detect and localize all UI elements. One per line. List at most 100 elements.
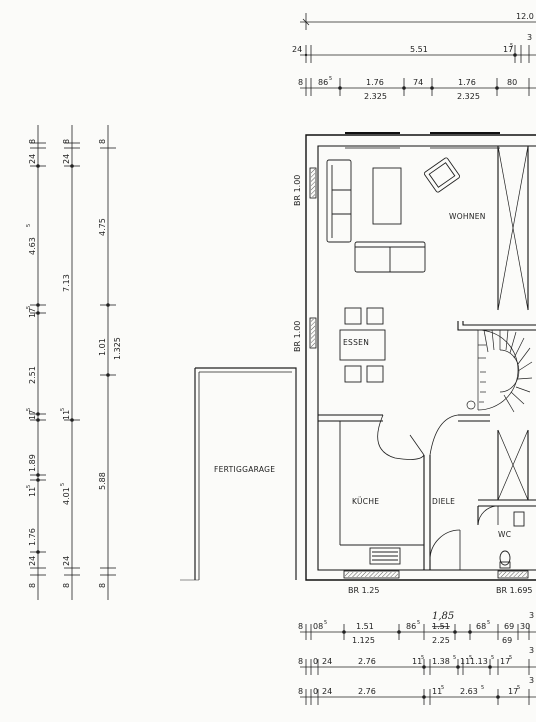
dim-left-c1-176: 1.76 [28, 528, 37, 546]
dim-bottom-r2-113-sup: 5 [491, 655, 494, 661]
dim-left-c3-475: 4.75 [98, 218, 107, 236]
dim-bottom-r3-8: 8 [298, 687, 303, 696]
coffee-table [372, 167, 402, 225]
dim-bottom-r2-8: 8 [298, 657, 303, 666]
dim-bottom-r1-225: 2.25 [432, 636, 450, 645]
dim-left-c3-1325: 1.325 [113, 337, 122, 360]
dim-bottom-r2-138: 1.38 [432, 657, 450, 666]
sofa [326, 159, 426, 273]
window-label-br-bottom-right: BR 1.695 [496, 586, 533, 595]
dim-bottom-r2-17: 17 [500, 657, 510, 666]
dim-bottom-r1-86-sup: 5 [417, 620, 420, 626]
dim-bottom-r1-3: 3 [529, 611, 534, 620]
dim-bottom-r2-276: 2.76 [358, 657, 376, 666]
dim-left-c2-8bot: 8 [62, 583, 71, 588]
dim-bottom-r1-68: 68 [476, 622, 486, 631]
dim-left-c1-463-sup: 5 [26, 224, 32, 227]
door-swings [377, 414, 499, 570]
dim-bottom-r1-69: 69 [504, 622, 514, 631]
kitchen-counter [339, 421, 424, 565]
outer-walls [305, 132, 536, 581]
staircase [466, 329, 533, 413]
dim-bottom-r3-263: 2.63 [460, 687, 478, 696]
dim-bottom-r2-11b-sup: 5 [469, 655, 472, 661]
window-label-br-bottom-left: BR 1.25 [348, 586, 379, 595]
dim-bottom-r1-1125: 1.125 [352, 636, 375, 645]
dim-top-176a: 1.76 [366, 78, 384, 87]
dim-bottom-r1-151b: 1.51 [432, 622, 450, 631]
room-label-kueche: KÜCHE [352, 497, 379, 506]
dim-bottom-r1-8: 8 [298, 622, 303, 631]
dim-bottom-r2-138-sup: 5 [453, 655, 456, 661]
dim-bottom-r1-30: 30 [520, 622, 530, 631]
dim-top-17-sup: 5 [510, 43, 513, 49]
dim-bottom-r3-11: 11 [432, 687, 442, 696]
dim-left-c2-401-sup: 5 [60, 483, 66, 486]
dim-top-86-sup: 5 [329, 76, 332, 82]
dim-bottom-r1-08: 08 [313, 622, 323, 631]
dim-bottom-r3-17: 17 [508, 687, 518, 696]
window-label-br-mid: BR 1.00 [293, 321, 302, 352]
dim-left-c1-11: 11 [28, 487, 37, 497]
dining-table [339, 307, 386, 383]
dim-left-c2-8top: 8 [62, 139, 71, 144]
dim-bottom-r3-11-sup: 5 [441, 685, 444, 691]
dim-bottom-r2-11b: 11 [460, 657, 470, 666]
dim-left-c1-17b-sup: 5 [26, 408, 32, 411]
dim-top-86: 86 [318, 78, 328, 87]
interior-walls [318, 146, 536, 570]
dim-top-74: 74 [413, 78, 423, 87]
dim-bottom-r2-24: 24 [322, 657, 332, 666]
dim-left-c2-713: 7.13 [62, 274, 71, 292]
dim-left-c1-8top: 8 [28, 139, 37, 144]
dim-left-c3-8bot: 8 [98, 583, 107, 588]
dim-left-c1-24bot: 24 [28, 556, 37, 566]
dim-bottom-r1-86: 86 [406, 622, 416, 631]
dim-top-24: 24 [292, 45, 302, 54]
dim-left-c2-24top: 24 [62, 154, 71, 164]
dim-top-2325a: 2.325 [364, 92, 387, 101]
dim-bottom-r3-3: 3 [529, 676, 534, 685]
room-label-wc: WC [498, 530, 511, 539]
bottom-windows [343, 570, 529, 579]
dim-bottom-r3-24: 24 [322, 687, 332, 696]
left-dimension-lines [30, 125, 116, 600]
dim-top-2325b: 2.325 [457, 92, 480, 101]
dim-left-c3-8top: 8 [98, 139, 107, 144]
dim-top-551: 5.51 [410, 45, 428, 54]
dim-left-c2-11-sup: 5 [60, 408, 66, 411]
room-label-wohnen: WOHNEN [449, 212, 486, 221]
room-label-diele: DIELE [432, 497, 455, 506]
dim-left-c1-463: 4.63 [28, 237, 37, 255]
dim-bottom-r2-3: 3 [529, 646, 534, 655]
dim-bottom-r1-68-sup: 5 [487, 620, 490, 626]
dim-left-c1-251: 2.51 [28, 366, 37, 384]
dim-bottom-r2-17-sup: 5 [509, 655, 512, 661]
dim-bottom-r3-17-sup: 5 [517, 685, 520, 691]
window-label-br-top: BR 1.00 [293, 175, 302, 206]
dim-bottom-r3-0: 0 [313, 687, 318, 696]
dim-left-c1-11-sup: 5 [26, 485, 32, 488]
dim-bottom-r3-276: 2.76 [358, 687, 376, 696]
dim-bottom-r1-handwritten: 1,85 [432, 611, 454, 622]
dim-left-c2-401: 4.01 [62, 487, 71, 505]
dim-bottom-r2-0: 0 [313, 657, 318, 666]
dim-left-c1-189: 1.89 [28, 454, 37, 472]
dim-top-3: 3 [527, 33, 532, 42]
dim-bottom-r1-69sub: 69 [502, 636, 512, 645]
dim-bottom-r2-11a: 11 [412, 657, 422, 666]
dim-bottom-r1-08-sup: 5 [324, 620, 327, 626]
dim-left-c1-8bot: 8 [28, 583, 37, 588]
dim-left-c1-17a-sup: 5 [26, 306, 32, 309]
wc-fixtures [499, 511, 525, 569]
room-label-essen: ESSEN [343, 338, 369, 347]
dim-top-8: 8 [298, 78, 303, 87]
dim-top-17: 17 [503, 45, 513, 54]
dim-left-c1-24top: 24 [28, 154, 37, 164]
dim-left-c2-11: 11 [62, 410, 71, 420]
dim-top-176b: 1.76 [458, 78, 476, 87]
dim-overall: 12.0 [516, 12, 534, 21]
dim-bottom-r3-263-sup: 5 [481, 685, 484, 691]
dim-bottom-r2-113: 1.13 [470, 657, 488, 666]
